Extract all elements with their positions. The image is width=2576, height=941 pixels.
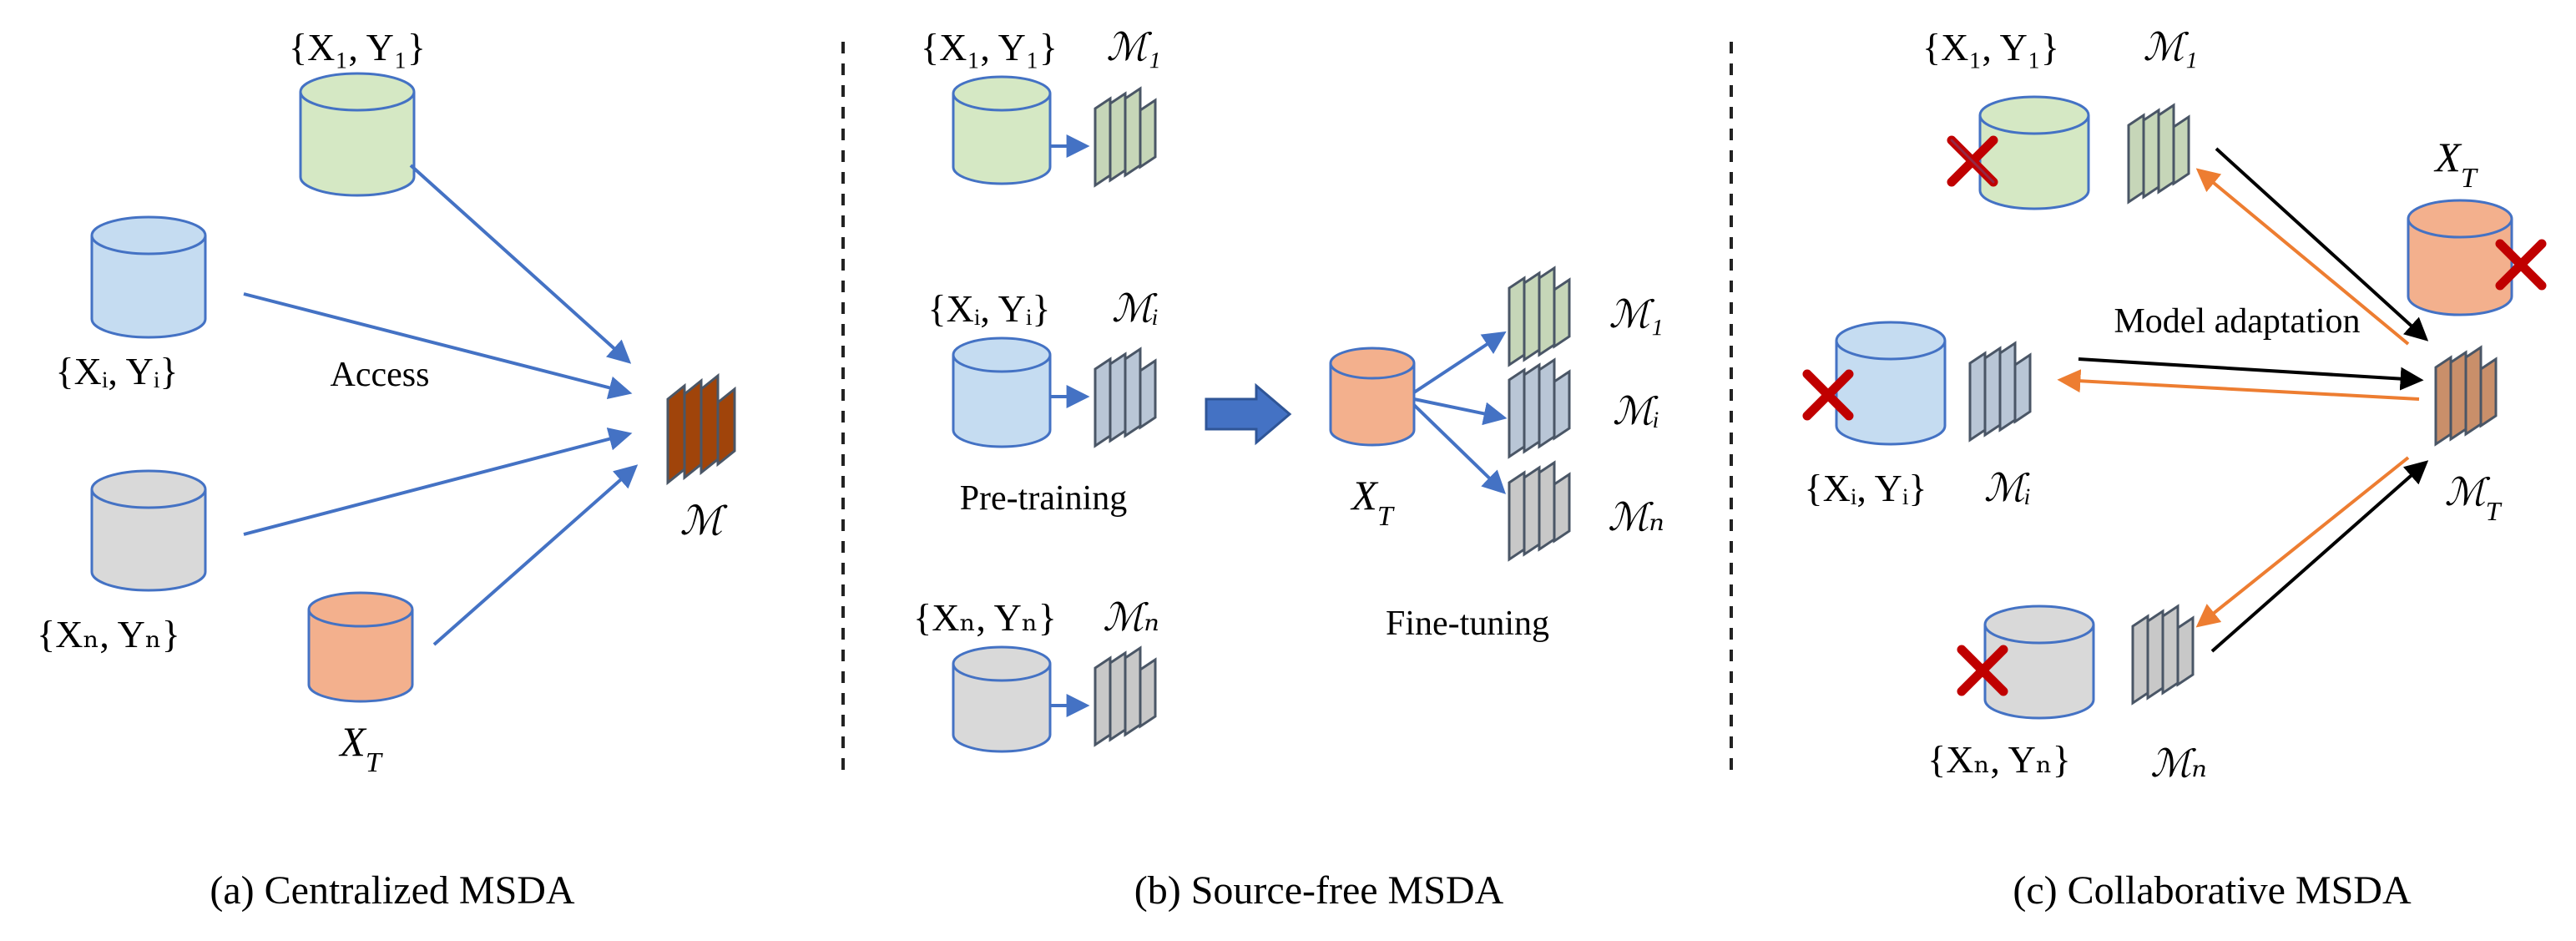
database-icon-source-1-c	[1978, 95, 2090, 210]
model-icon-i-b	[1094, 347, 1157, 448]
label-source-i-b: {Xᵢ, Yᵢ}	[928, 287, 1051, 330]
arrow-target-to-modeli	[2057, 369, 2420, 401]
database-icon-source-1-b	[952, 75, 1052, 185]
model-i-label-c: ℳᵢ	[1984, 467, 2031, 509]
database-icon-source-n	[90, 469, 207, 592]
cross-icon-source-1	[1947, 135, 1998, 187]
label-source-1-b: {X₁, Y₁}	[921, 26, 1058, 68]
database-icon-source-i-c	[1835, 321, 1947, 446]
model-icon-out-i-b	[1508, 357, 1571, 459]
label-source-i: {Xᵢ, Yᵢ}	[56, 350, 179, 392]
caption-b: (b) Source-free MSDA	[1134, 868, 1504, 913]
arrow-target-to-modeln	[2195, 456, 2410, 628]
cross-icon-source-i	[1802, 369, 1854, 421]
model-n-label-c: ℳₙ	[2150, 742, 2207, 785]
model-n-label-b: ℳₙ	[1103, 596, 1159, 639]
model-label: ℳ	[679, 499, 728, 544]
label-source-n-b: {Xₙ, Yₙ}	[913, 596, 1057, 639]
label-source-n: {Xₙ, Yₙ}	[37, 613, 180, 655]
database-icon-source-i	[90, 215, 207, 339]
out-model-n-label-b: ℳₙ	[1608, 496, 1664, 539]
model-icon-1-b	[1094, 86, 1157, 188]
arrow-target-to-model	[432, 464, 639, 646]
finetuning-label: Fine-tuning	[1386, 605, 1549, 643]
database-icon-source-1	[299, 72, 416, 197]
arrow-target-to-model1	[2195, 168, 2410, 346]
pretraining-label: Pre-training	[960, 479, 1128, 518]
model-1-label-b: ℳ₁	[1106, 26, 1160, 68]
arrow-target-to-model-1-b	[1412, 331, 1507, 394]
model-icon-i-c	[1968, 341, 2032, 443]
arrow-model1-to-target	[2215, 147, 2429, 341]
cross-icon-target	[2495, 239, 2547, 291]
model-1-label-c: ℳ₁	[2143, 26, 2197, 68]
panel-c: {X₁, Y₁} ℳ₁	[1802, 26, 2547, 913]
database-icon-target-c	[2407, 199, 2513, 316]
panel-a: {X₁, Y₁} {Xᵢ, Yᵢ} {Xₙ, Yₙ} XT Access	[37, 26, 736, 913]
arrow-sourcei-to-model	[243, 292, 633, 399]
label-target: XT	[338, 718, 383, 778]
caption-c: (c) Collaborative MSDA	[2013, 868, 2412, 913]
database-icon-target	[307, 591, 414, 703]
model-i-label-b: ℳᵢ	[1112, 287, 1159, 330]
arrow-sourcen-to-model	[243, 427, 633, 536]
database-icon-target-b	[1329, 347, 1416, 447]
out-model-i-label-b: ℳᵢ	[1613, 390, 1659, 433]
transfer-arrow	[1205, 382, 1292, 446]
database-icon-source-n-c	[1983, 605, 2095, 720]
model-icon-target-c	[2434, 345, 2498, 447]
arrow-target-to-model-i-b	[1413, 397, 1508, 426]
model-icon-1-c	[2127, 103, 2190, 205]
model-icon-out-n-b	[1508, 460, 1571, 562]
label-source-1-c: {X₁, Y₁}	[1922, 26, 2059, 68]
access-label: Access	[331, 356, 430, 394]
label-source-1: {X₁, Y₁}	[289, 26, 426, 68]
database-icon-source-n-b	[952, 645, 1052, 753]
label-target-b: XT	[1350, 472, 1395, 532]
arrow-target-to-model-n-b	[1412, 403, 1507, 494]
out-model-1-label-b: ℳ₁	[1609, 293, 1663, 336]
label-source-n-c: {Xₙ, Yₙ}	[1927, 738, 2071, 781]
panel-b: {X₁, Y₁} ℳ₁ {Xᵢ, Yᵢ} ℳᵢ Pre-training	[913, 26, 1664, 913]
model-icon-out-1-b	[1508, 266, 1571, 367]
arrow-modeli-to-target	[2078, 357, 2424, 391]
label-source-i-c: {Xᵢ, Yᵢ}	[1805, 467, 1927, 509]
target-model-label: ℳT	[2445, 471, 2503, 526]
caption-a: (a) Centralized MSDA	[210, 868, 575, 913]
model-icon-centralized	[666, 372, 736, 486]
arrow-modeln-to-target	[2210, 460, 2429, 653]
adaptation-label: Model adaptation	[2114, 302, 2360, 341]
model-icon-n-c	[2131, 604, 2195, 706]
cross-icon-source-n	[1957, 645, 2008, 696]
database-icon-source-i-b	[952, 336, 1052, 448]
label-target-c: XT	[2433, 134, 2478, 194]
model-icon-n-b	[1094, 645, 1157, 747]
arrow-source1-to-model	[409, 164, 632, 364]
